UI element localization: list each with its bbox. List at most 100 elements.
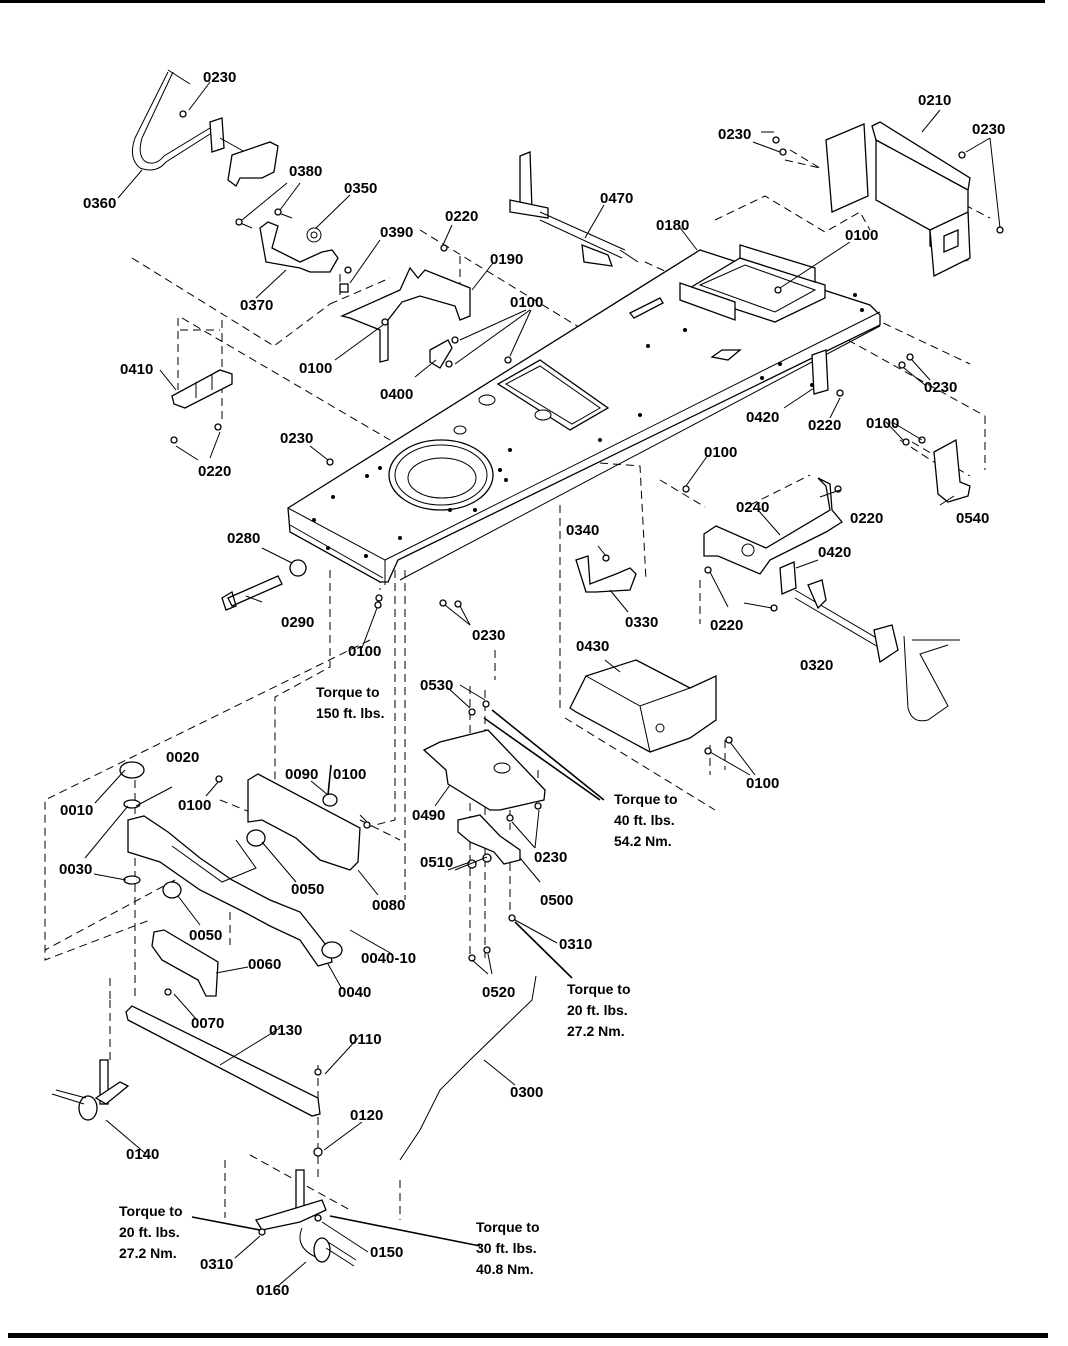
callout-0320: 0320 [800,657,833,674]
part-0420-bracket-upper [811,349,829,395]
callout-0410: 0410 [120,361,153,378]
svg-text:27.2 Nm.: 27.2 Nm. [119,1245,177,1261]
svg-text:Torque to: Torque to [119,1203,183,1219]
svg-text:40.8 Nm.: 40.8 Nm. [476,1261,534,1277]
callout-0100: 0100 [704,444,737,461]
callout-0280: 0280 [227,530,260,547]
callout-0230: 0230 [718,126,751,143]
callout-0220: 0220 [850,510,883,527]
svg-text:20 ft. lbs.: 20 ft. lbs. [119,1224,180,1240]
part-0380-bolts [235,208,293,229]
callout-0510: 0510 [420,854,453,871]
callout-0220: 0220 [198,463,231,480]
callout-0040-10: 0040-10 [361,950,416,967]
callout-0540: 0540 [956,510,989,527]
callout-0100: 0100 [866,415,899,432]
part-0140-spindle [51,1059,130,1121]
callout-0210: 0210 [918,92,951,109]
callout-0090: 0090 [285,766,318,783]
callout-0420: 0420 [746,409,779,426]
callout-0230: 0230 [534,849,567,866]
callout-0120: 0120 [350,1107,383,1124]
callout-0230: 0230 [924,379,957,396]
callout-0060: 0060 [248,956,281,973]
svg-text:54.2 Nm.: 54.2 Nm. [614,833,672,849]
callout-0240: 0240 [736,499,769,516]
part-0540-bracket [933,438,971,503]
callout-0220: 0220 [445,208,478,225]
callout-0130: 0130 [269,1022,302,1039]
part-0500-plate [457,814,521,865]
part-0040-front-axle [127,815,343,967]
part-0190-bracket [340,266,471,363]
callout-0310: 0310 [559,936,592,953]
callout-0150: 0150 [370,1244,403,1261]
callout-0030: 0030 [59,861,92,878]
callout-0530: 0530 [420,677,453,694]
callout-0070: 0070 [191,1015,224,1032]
callout-0220: 0220 [710,617,743,634]
part-0300-rod [399,975,537,1161]
torque-note-30: Torque to 30 ft. lbs. 40.8 Nm. [476,1219,540,1277]
svg-text:Torque to: Torque to [567,981,631,997]
callout-0110: 0110 [349,1031,382,1048]
callout-0100: 0100 [845,227,878,244]
callout-0100: 0100 [333,766,366,783]
callout-0020: 0020 [166,749,199,766]
part-0430-plate [569,659,717,753]
leader-lines [84,81,1001,1287]
callout-0300: 0300 [510,1084,543,1101]
torque-note-150: Torque to 150 ft. lbs. [316,684,384,721]
fasteners [164,110,1004,1236]
callout-0360: 0360 [83,195,116,212]
svg-text:Torque to: Torque to [316,684,380,700]
callout-0220: 0220 [808,417,841,434]
callout-0230: 0230 [280,430,313,447]
part-0360-lift-handle [131,69,279,187]
callout-0420: 0420 [818,544,851,561]
callout-0290: 0290 [281,614,314,631]
torque-note-20-upper: Torque to 20 ft. lbs. 27.2 Nm. [567,981,631,1039]
part-0050-bushing-a [162,881,182,899]
callout-0080: 0080 [372,897,405,914]
part-0210-battery-bracket [825,121,971,278]
svg-text:40 ft. lbs.: 40 ft. lbs. [614,812,675,828]
callout-0370: 0370 [240,297,273,314]
torque-note-40: Torque to 40 ft. lbs. 54.2 Nm. [614,791,678,849]
svg-text:20 ft. lbs.: 20 ft. lbs. [567,1002,628,1018]
chassis-frame [287,244,881,585]
callout-0100: 0100 [348,643,381,660]
callout-0140: 0140 [126,1146,159,1163]
callout-0350: 0350 [344,180,377,197]
part-0160-spindle [255,1169,357,1267]
part-0050-bushing-b [246,829,266,847]
part-0320-pedal [794,579,960,722]
part-0390-spacer [339,283,349,293]
svg-text:27.2 Nm.: 27.2 Nm. [567,1023,625,1039]
svg-text:30 ft. lbs.: 30 ft. lbs. [476,1240,537,1256]
callout-0100: 0100 [746,775,779,792]
callout-0230: 0230 [472,627,505,644]
callout-0230: 0230 [972,121,1005,138]
callout-0310: 0310 [200,1256,233,1273]
callout-0100: 0100 [510,294,543,311]
header-rule [0,0,1045,3]
callout-0340: 0340 [566,522,599,539]
torque-note-20-lower: Torque to 20 ft. lbs. 27.2 Nm. [119,1203,183,1261]
part-0370-bracket [259,221,339,273]
callout-0190: 0190 [490,251,523,268]
part-0280-washer [289,559,307,577]
callout-0040: 0040 [338,984,371,1001]
callout-0330: 0330 [625,614,658,631]
part-0130-tie-rod [125,1005,321,1117]
callout-0180: 0180 [656,217,689,234]
callout-0050: 0050 [189,927,222,944]
part-0080-bracket [247,773,361,871]
svg-text:150 ft. lbs.: 150 ft. lbs. [316,705,384,721]
part-0410-clamp [171,369,233,409]
part-0420-bracket-lower [779,561,797,595]
part-0240-bracket [703,477,843,575]
part-0330-bracket [575,555,637,593]
svg-text:Torque to: Torque to [476,1219,540,1235]
